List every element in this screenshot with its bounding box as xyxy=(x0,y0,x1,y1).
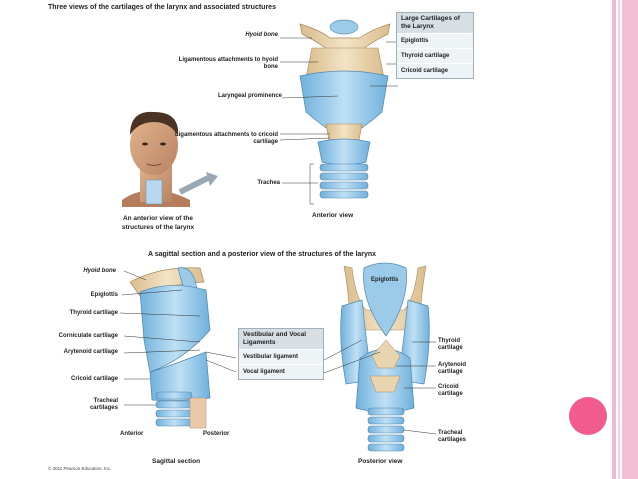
label-laryngeal-prominence: Laryngeal prominence xyxy=(217,93,282,99)
large-cartilages-title: Large Cartilages of the Larynx xyxy=(397,13,473,33)
label-posterior-epiglottis: Epiglottis xyxy=(371,277,399,283)
anterior-larynx-figure xyxy=(299,19,391,199)
sagittal-larynx-figure xyxy=(129,267,211,429)
label-posterior-arytenoid: Arytenoid cartilage xyxy=(438,362,467,375)
box-item-vestibular: Vestibular ligament xyxy=(239,349,323,364)
pink-border-stripe xyxy=(612,0,616,479)
posterior-larynx-figure xyxy=(340,262,430,452)
caption-face: An anterior view of the structures of th… xyxy=(121,215,195,231)
label-sagittal-epiglottis: Epiglottis xyxy=(90,292,118,298)
label-posterior: Posterior xyxy=(203,431,230,437)
pink-circle-decoration xyxy=(569,397,607,435)
vocal-box-title: Vestibular and Vocal Ligaments xyxy=(239,329,323,349)
label-trachea: Trachea xyxy=(257,180,280,186)
caption-anterior-view: Anterior view xyxy=(312,212,354,219)
box-item-cricoid: Cricoid cartilage xyxy=(397,63,473,78)
large-cartilages-box: Large Cartilages of the Larynx Epiglotti… xyxy=(396,12,474,79)
copyright-note: © 2011 Pearson Education, Inc. xyxy=(48,466,112,471)
box-item-vocal: Vocal ligament xyxy=(239,364,323,379)
label-anterior: Anterior xyxy=(120,431,144,437)
label-posterior-tracheal: Tracheal cartilages xyxy=(438,430,467,443)
pink-border-stripe xyxy=(622,0,638,479)
box-item-thyroid: Thyroid cartilage xyxy=(397,48,473,63)
caption-posterior: Posterior view xyxy=(358,458,403,465)
caption-sagittal: Sagittal section xyxy=(152,458,201,465)
label-ligamentous-cricoid: Ligamentous attachments to cricoid carti… xyxy=(174,132,278,145)
label-sagittal-tracheal: Tracheal cartilages xyxy=(89,398,118,411)
top-heading: Three views of the cartilages of the lar… xyxy=(48,4,276,11)
label-posterior-cricoid: Cricoid cartilage xyxy=(438,384,463,397)
label-ligamentous-hyoid: Ligamentous attachments to hyoid bone xyxy=(178,57,278,70)
label-sagittal-cricoid: Cricoid cartilage xyxy=(70,376,118,382)
label-corniculate: Corniculate cartilage xyxy=(58,333,118,339)
label-sagittal-arytenoid: Arytenoid cartilage xyxy=(63,349,118,355)
box-item-epiglottis: Epiglottis xyxy=(397,33,473,48)
label-sagittal-thyroid: Thyroid cartilage xyxy=(69,310,118,316)
label-posterior-thyroid: Thyroid cartilage xyxy=(438,338,463,351)
label-hyoid-bone: Hyoid bone xyxy=(245,32,278,38)
face-figure xyxy=(122,111,218,207)
pink-border-stripe xyxy=(618,0,620,479)
bottom-heading: A sagittal section and a posterior view … xyxy=(148,251,377,258)
vocal-ligaments-box: Vestibular and Vocal Ligaments Vestibula… xyxy=(238,328,324,380)
label-sagittal-hyoid: Hyoid bone xyxy=(83,268,116,274)
